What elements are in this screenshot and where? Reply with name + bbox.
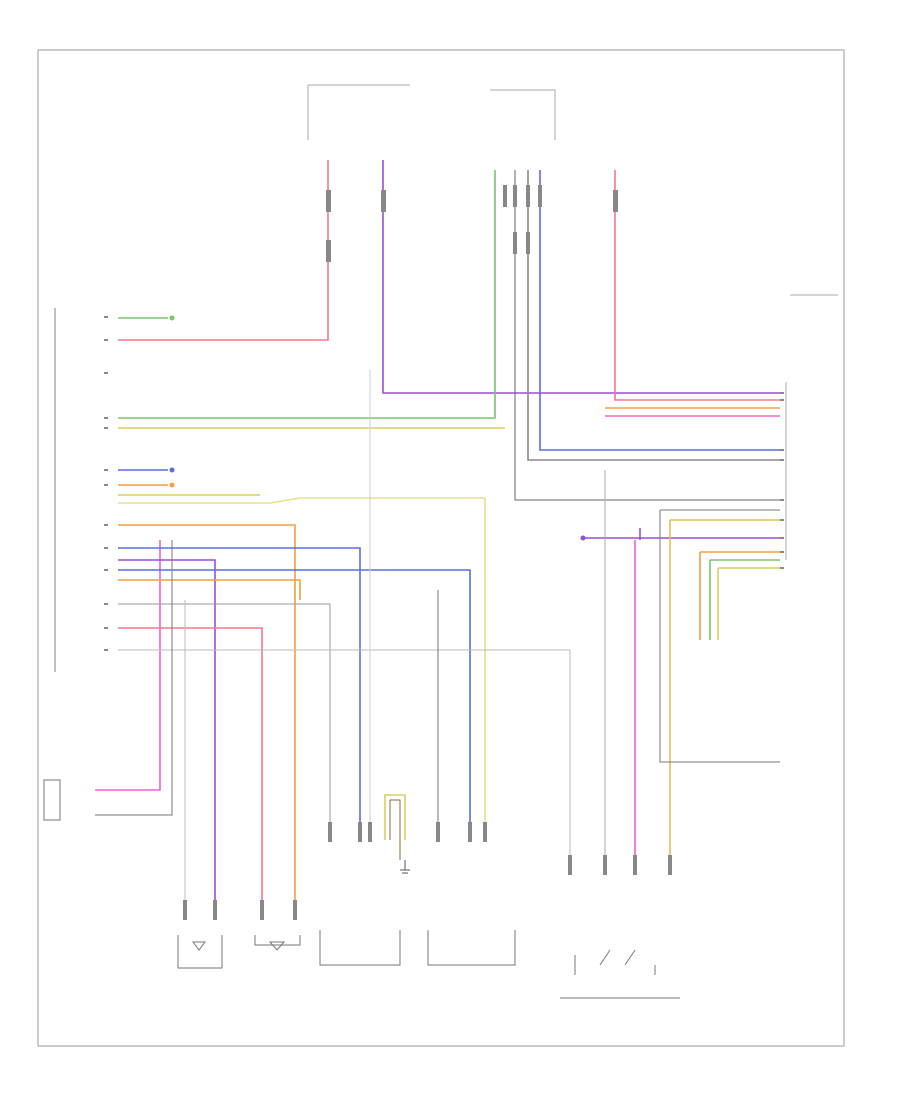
wire-grey-3 — [118, 649, 571, 860]
wire-green-2 — [118, 170, 496, 419]
wire-black-2 — [95, 540, 173, 816]
connector-bracket-left — [43, 779, 61, 821]
pin-stub — [104, 484, 108, 486]
ground-icon — [400, 860, 410, 874]
pin-stub — [780, 499, 784, 501]
wire-green-3 — [709, 559, 780, 640]
connector-block — [293, 900, 297, 920]
terminal-icon — [169, 482, 175, 488]
pin-stub — [104, 339, 108, 341]
pin-stub — [780, 537, 784, 539]
wire-brown-1 — [389, 799, 401, 860]
connector-block — [436, 822, 440, 842]
fuse-box-frame — [307, 84, 410, 140]
wire-pink-2 — [95, 540, 161, 791]
pin-stub — [780, 449, 784, 451]
pin-stub — [780, 399, 784, 401]
wire-blue-1 — [539, 170, 780, 451]
connector-block — [468, 822, 472, 842]
pin-stub — [104, 372, 108, 374]
pin-stub — [780, 567, 784, 569]
terminal-icon — [580, 535, 586, 541]
connector-block — [381, 190, 386, 212]
connector-block — [538, 185, 542, 207]
module-box-2 — [427, 930, 516, 966]
connector-block — [568, 855, 572, 875]
wire-orange-4 — [118, 579, 301, 600]
connector-block — [368, 822, 372, 842]
connector-block — [328, 822, 332, 842]
wire-black-1 — [514, 170, 780, 501]
connector-block — [613, 190, 618, 212]
wire-yellow-5 — [717, 567, 780, 640]
connector-block — [526, 232, 530, 254]
sensor-symbol-2 — [268, 941, 286, 951]
wire-yellow-3 — [118, 497, 486, 840]
module-box-1 — [319, 930, 401, 966]
pin-stub — [780, 459, 784, 461]
pin-stub — [104, 524, 108, 526]
wire-red-2 — [614, 170, 780, 401]
wire-orange-5 — [699, 551, 780, 640]
sensor-symbol-1 — [192, 941, 206, 951]
pin-stub — [104, 469, 108, 471]
wire-red-1 — [118, 160, 329, 341]
pin-stub — [780, 392, 784, 394]
pin-stub — [780, 551, 784, 553]
wire-violet-2 — [118, 559, 216, 920]
connector-block — [526, 185, 530, 207]
terminal-icon — [169, 467, 175, 473]
connector-block — [183, 900, 187, 920]
wire-grey-2 — [118, 603, 331, 840]
wire-blue-4 — [118, 569, 471, 840]
pin-stub — [104, 627, 108, 629]
wire-blue-3 — [118, 547, 361, 840]
sensor-box-2 — [254, 935, 301, 946]
pin-stub — [104, 649, 108, 651]
top-module-frame — [490, 89, 556, 140]
diagram-border — [37, 49, 845, 1047]
connector-block — [668, 855, 672, 875]
pin-stub — [104, 427, 108, 429]
connector-block — [513, 185, 517, 207]
pin-stub — [104, 603, 108, 605]
connector-block — [358, 822, 362, 842]
wire-black-3 — [659, 509, 780, 763]
pin-stub — [104, 417, 108, 419]
connector-block — [326, 190, 331, 212]
wire-yellow-6 — [384, 794, 406, 840]
terminal-icon — [169, 315, 175, 321]
pin-stub — [104, 316, 108, 318]
wire-red-3 — [118, 627, 263, 920]
pin-stub — [780, 519, 784, 521]
connector-block — [483, 822, 487, 842]
pin-stub — [104, 547, 108, 549]
connector-block — [213, 900, 217, 920]
switch-contacts — [574, 949, 656, 975]
wire-violet-1 — [382, 160, 780, 394]
wire-orange-3 — [118, 524, 296, 920]
pin-stub — [104, 569, 108, 571]
connector-block — [633, 855, 637, 875]
connector-block — [260, 900, 264, 920]
connector-block — [513, 232, 517, 254]
connector-block — [503, 185, 507, 207]
sensor-box-1 — [177, 935, 223, 969]
connector-block — [603, 855, 607, 875]
connector-block — [326, 240, 331, 262]
wire-grey-1 — [527, 170, 780, 461]
wire-yellow-4 — [669, 519, 780, 860]
